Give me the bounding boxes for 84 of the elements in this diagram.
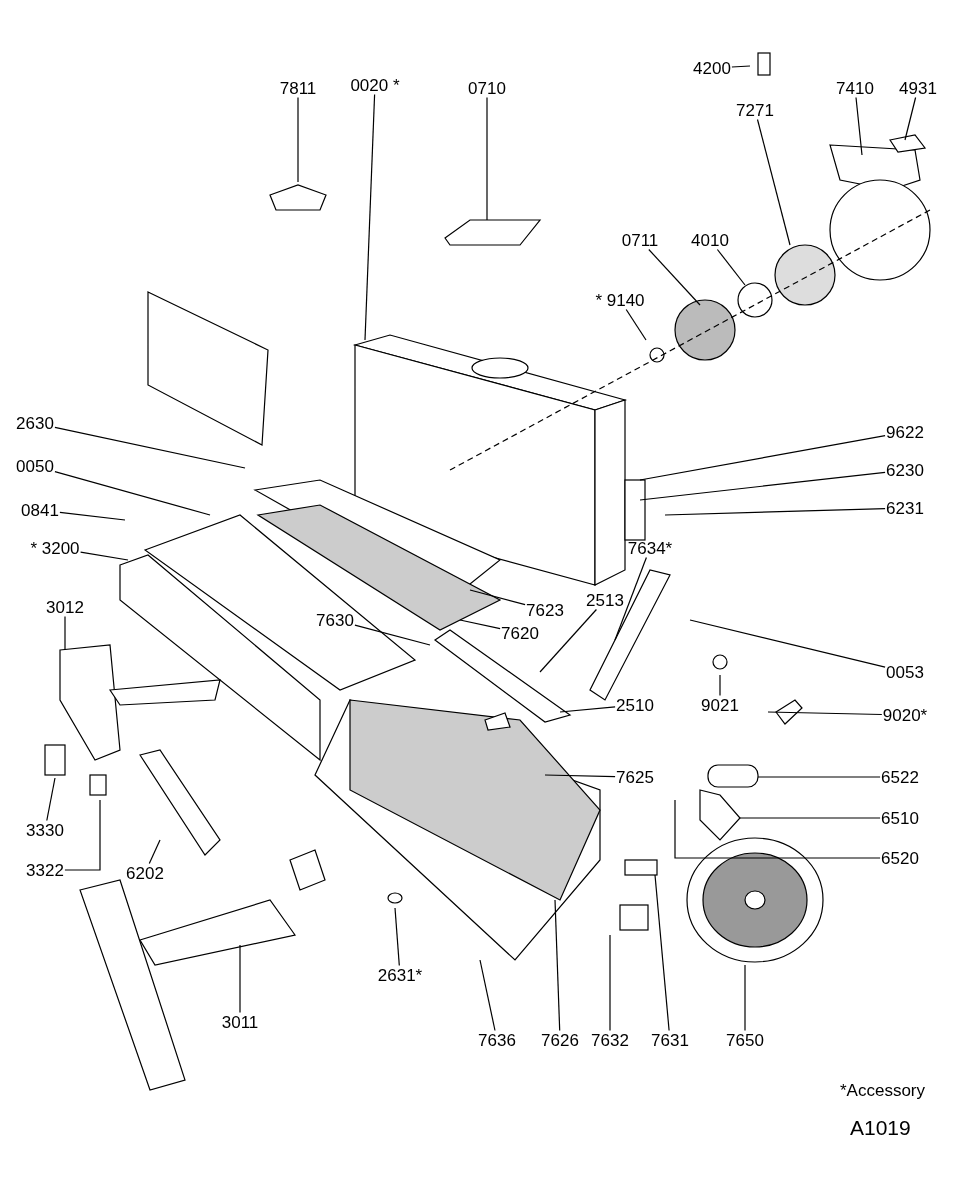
- leader-line: [664, 508, 886, 516]
- leader-line: [64, 615, 66, 651]
- leader-line: [54, 471, 211, 516]
- part-number: 2630: [15, 413, 55, 433]
- part-number: 7632: [590, 1030, 630, 1050]
- leader-line: [559, 706, 616, 713]
- part-number: 9020*: [881, 705, 929, 725]
- part-number: 4200: [692, 58, 732, 78]
- part-number: 2631*: [376, 965, 424, 985]
- leader-line: [757, 776, 881, 778]
- leader-line: [486, 96, 488, 221]
- part-number: 7623: [525, 600, 565, 620]
- part-number: 3322: [25, 860, 65, 880]
- leader-line: [767, 711, 883, 716]
- footnote: *Accessory: [840, 1082, 926, 1099]
- leader-line: [148, 839, 161, 865]
- part-number: 7650: [725, 1030, 765, 1050]
- leader-line: [64, 799, 101, 871]
- leader-line: [904, 96, 917, 141]
- part-number: 0710: [467, 78, 507, 98]
- part-number: 7630: [315, 610, 355, 630]
- part-number: 9622: [885, 422, 925, 442]
- part-number: 7625: [615, 767, 655, 787]
- part-number: 0020 *: [349, 75, 401, 95]
- leader-line: [639, 471, 886, 501]
- leader-line: [674, 799, 881, 859]
- part-number: 3330: [25, 820, 65, 840]
- part-number: 9021: [700, 695, 740, 715]
- leader-line: [731, 65, 751, 68]
- part-number: 4010: [690, 230, 730, 250]
- leader-line: [689, 619, 886, 668]
- leader-line: [855, 96, 863, 156]
- part-number: * 3200: [29, 538, 81, 558]
- part-number: 2513: [585, 590, 625, 610]
- leader-line: [756, 118, 791, 246]
- part-number: 3011: [220, 1012, 260, 1032]
- leader-line: [719, 674, 721, 697]
- leader-line: [614, 556, 647, 641]
- part-number: 7271: [735, 100, 775, 120]
- part-number: 2510: [615, 695, 655, 715]
- leader-line: [239, 944, 241, 1014]
- leader-line: [716, 248, 746, 286]
- leader-line: [539, 608, 597, 673]
- leader-line: [59, 511, 126, 521]
- part-number: 6231: [885, 498, 925, 518]
- leader-line: [364, 93, 376, 341]
- part-number: 7636: [477, 1030, 517, 1050]
- leader-line: [544, 774, 616, 778]
- leader-line: [54, 426, 246, 469]
- part-number: * 9140: [594, 290, 646, 310]
- part-number: 6230: [885, 460, 925, 480]
- leader-line: [744, 964, 746, 1032]
- leader-line: [625, 308, 647, 341]
- part-number: 7631: [650, 1030, 690, 1050]
- part-number: 7811: [278, 78, 318, 98]
- leader-line: [739, 817, 881, 819]
- part-number: 6202: [125, 863, 165, 883]
- part-number: 4931: [898, 78, 938, 98]
- part-number: 7620: [500, 623, 540, 643]
- part-number: 6522: [880, 767, 920, 787]
- leader-line: [297, 96, 299, 183]
- part-number: 6510: [880, 808, 920, 828]
- leader-line: [479, 959, 496, 1032]
- drawing-code: A1019: [850, 1117, 911, 1138]
- leader-line: [609, 934, 611, 1032]
- leader-line: [639, 435, 886, 481]
- part-number: 0841: [20, 500, 60, 520]
- part-number: 0711: [620, 230, 660, 250]
- part-number: 7410: [835, 78, 875, 98]
- leader-line: [469, 589, 526, 606]
- leader-line: [394, 907, 400, 967]
- leader-line: [354, 624, 431, 646]
- leader-line: [459, 619, 501, 630]
- part-number: 0050: [15, 456, 55, 476]
- part-number: 0053: [885, 662, 925, 682]
- part-number: 7626: [540, 1030, 580, 1050]
- part-number: 6520: [880, 848, 920, 868]
- leader-line: [648, 248, 701, 306]
- leader-line: [654, 874, 670, 1032]
- part-number: 3012: [45, 597, 85, 617]
- leader-line: [46, 777, 56, 822]
- leader-line: [554, 899, 561, 1032]
- leader-line: [80, 551, 129, 561]
- part-number: 7634*: [626, 538, 674, 558]
